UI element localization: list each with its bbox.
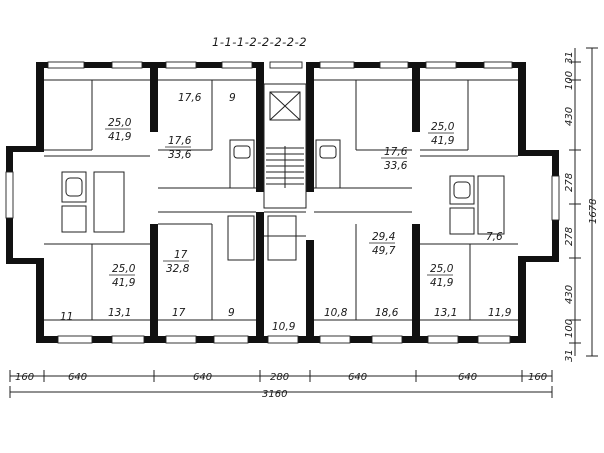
room-area-total: 33,6 [384, 160, 408, 172]
room-area: 9 [228, 307, 235, 319]
room-area: 7,6 [486, 231, 503, 243]
room-area: 10,8 [324, 307, 348, 319]
room-area-living: 17 [174, 249, 188, 261]
dim-bottom-total: 3160 [262, 389, 287, 400]
plan-title: 1-1-1-2-2-2-2-2 [212, 35, 307, 49]
room-area-total: 41,9 [431, 135, 455, 147]
dim-right: 100 [564, 71, 575, 90]
room-area-total: 41,9 [112, 277, 136, 289]
room-area: 11 [60, 311, 73, 323]
room-area: 11,9 [488, 307, 512, 319]
room-area-total: 41,9 [430, 277, 454, 289]
dim-right: 278 [564, 227, 575, 246]
room-area-living: 25,0 [112, 263, 136, 275]
dim-right: 430 [564, 285, 575, 304]
dim-bottom: 640 [193, 372, 212, 383]
sanitary-blocks [61, 139, 505, 261]
room-area-total: 49,7 [372, 245, 396, 257]
room-area-total: 32,8 [166, 263, 190, 275]
dim-bottom: 160 [15, 372, 34, 383]
room-area: 17 [172, 307, 186, 319]
bottom-dimension-line: 160 640 640 280 640 640 160 3160 [9, 370, 553, 400]
room-area-total: 33,6 [168, 149, 192, 161]
stair-core [263, 83, 307, 209]
dim-bottom: 640 [68, 372, 87, 383]
room-area-living: 17,6 [168, 135, 192, 147]
room-area-living: 29,4 [372, 231, 395, 243]
dim-right: 31 [564, 349, 575, 362]
room-area-living: 25,0 [430, 263, 454, 275]
dim-bottom: 160 [528, 372, 547, 383]
room-area: 10,9 [272, 321, 296, 333]
dim-right: 278 [564, 173, 575, 192]
room-area-living: 17,6 [384, 146, 408, 158]
dim-bottom: 280 [270, 372, 289, 383]
dim-right: 100 [564, 319, 575, 338]
dim-right: 31 [564, 51, 575, 64]
dim-bottom: 640 [348, 372, 367, 383]
right-dimension-line: 31 100 430 278 278 430 100 31 1678 [564, 47, 599, 362]
room-labels: 25,0 41,9 17,6 9 17,6 33,6 17,6 33,6 25,… [60, 92, 512, 333]
dim-right-total: 1678 [588, 199, 599, 224]
room-area-living: 25,0 [108, 117, 132, 129]
dim-right: 430 [564, 107, 575, 126]
windows [5, 61, 560, 344]
room-area: 13,1 [108, 307, 131, 319]
room-area: 13,1 [434, 307, 457, 319]
room-area-total: 41,9 [108, 131, 132, 143]
room-area-living: 25,0 [431, 121, 455, 133]
room-area: 17,6 [178, 92, 202, 104]
interior-partitions [44, 79, 518, 321]
room-area: 9 [229, 92, 236, 104]
dim-bottom: 640 [458, 372, 477, 383]
room-area: 18,6 [375, 307, 399, 319]
